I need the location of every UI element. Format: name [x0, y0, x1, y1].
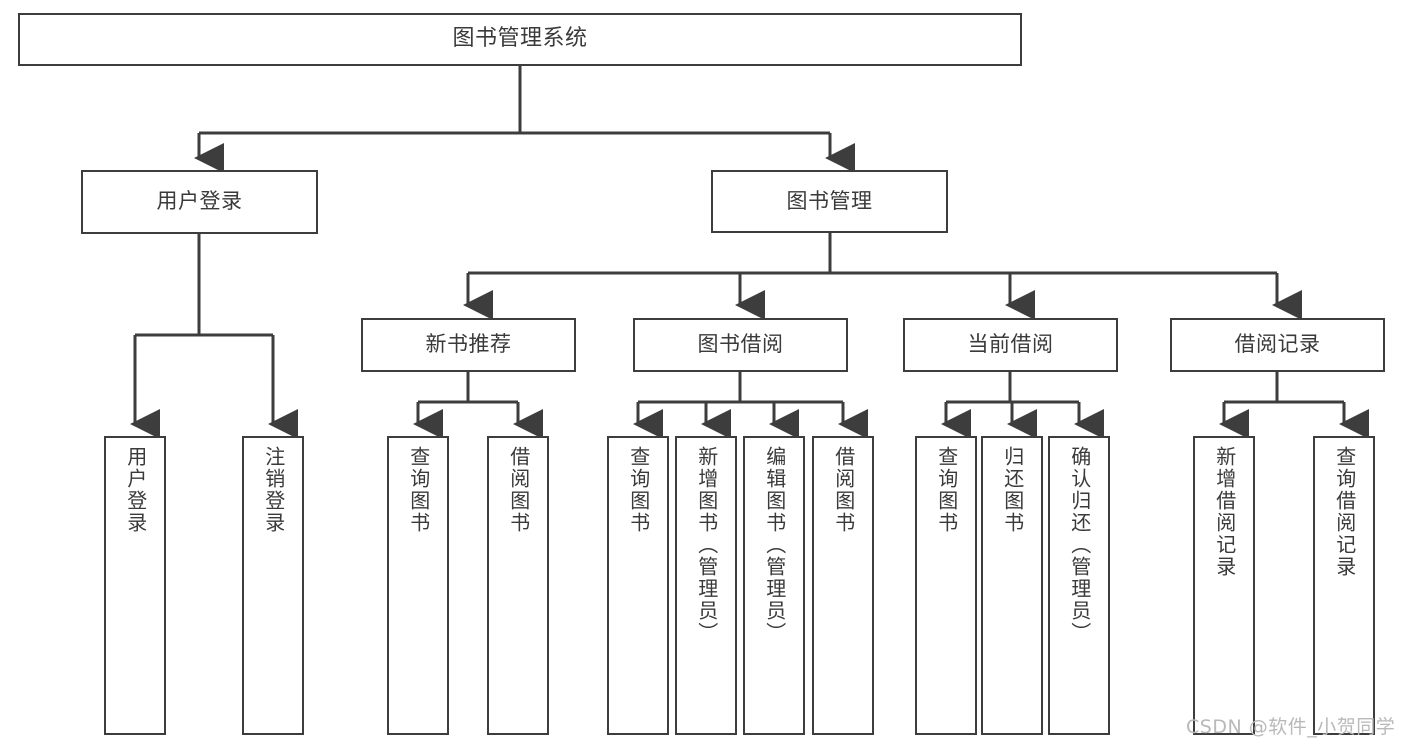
node-label: 借阅记录 — [1234, 332, 1321, 357]
node-label: 借阅图书 — [831, 446, 856, 534]
leaf-recommend-borrow-book[interactable]: 借阅图书 — [487, 436, 549, 735]
node-label: 新增图书（管理员） — [694, 446, 719, 644]
leaf-user-login-signout[interactable]: 注销登录 — [242, 436, 304, 735]
node-label: 归还图书 — [1000, 446, 1025, 534]
node-book-borrow[interactable]: 图书借阅 — [633, 318, 848, 372]
leaf-record-query-record[interactable]: 查询借阅记录 — [1313, 436, 1375, 735]
node-label: 查询借阅记录 — [1332, 446, 1357, 578]
leaf-current-query-book[interactable]: 查询图书 — [915, 436, 977, 735]
node-book-management[interactable]: 图书管理 — [711, 170, 948, 233]
node-label: 当前借阅 — [967, 332, 1054, 357]
node-label: 图书管理系统 — [452, 26, 588, 52]
node-borrow-record[interactable]: 借阅记录 — [1170, 318, 1385, 372]
leaf-borrow-edit-book[interactable]: 编辑图书（管理员） — [743, 436, 805, 735]
leaf-recommend-query-book[interactable]: 查询图书 — [387, 436, 449, 735]
csdn-watermark: CSDN @软件_小贺同学 — [1186, 716, 1396, 738]
node-label: 查询图书 — [406, 446, 431, 534]
leaf-borrow-query-book[interactable]: 查询图书 — [607, 436, 669, 735]
node-label: 图书管理 — [786, 188, 873, 213]
node-label: 编辑图书（管理员） — [762, 446, 787, 644]
node-root-system[interactable]: 图书管理系统 — [18, 13, 1022, 66]
leaf-current-return-book[interactable]: 归还图书 — [981, 436, 1043, 735]
node-label: 用户登录 — [156, 189, 243, 214]
node-label: 图书借阅 — [697, 332, 784, 357]
node-label: 查询图书 — [934, 446, 959, 534]
node-label: 借阅图书 — [506, 446, 531, 534]
leaf-borrow-add-book[interactable]: 新增图书（管理员） — [675, 436, 737, 735]
node-label: 用户登录 — [123, 446, 148, 534]
node-user-login[interactable]: 用户登录 — [81, 170, 318, 234]
node-label: 确认归还（管理员） — [1067, 446, 1092, 644]
node-label: 注销登录 — [261, 446, 286, 534]
node-new-book-recommend[interactable]: 新书推荐 — [361, 318, 576, 372]
leaf-record-add-record[interactable]: 新增借阅记录 — [1193, 436, 1255, 735]
node-label: 新书推荐 — [425, 332, 512, 357]
leaf-current-confirm-return[interactable]: 确认归还（管理员） — [1048, 436, 1110, 735]
node-label: 新增借阅记录 — [1212, 446, 1237, 578]
node-label: 查询图书 — [626, 446, 651, 534]
node-current-borrow[interactable]: 当前借阅 — [903, 318, 1118, 372]
leaf-user-login-signin[interactable]: 用户登录 — [104, 436, 166, 735]
leaf-borrow-borrow-book[interactable]: 借阅图书 — [812, 436, 874, 735]
